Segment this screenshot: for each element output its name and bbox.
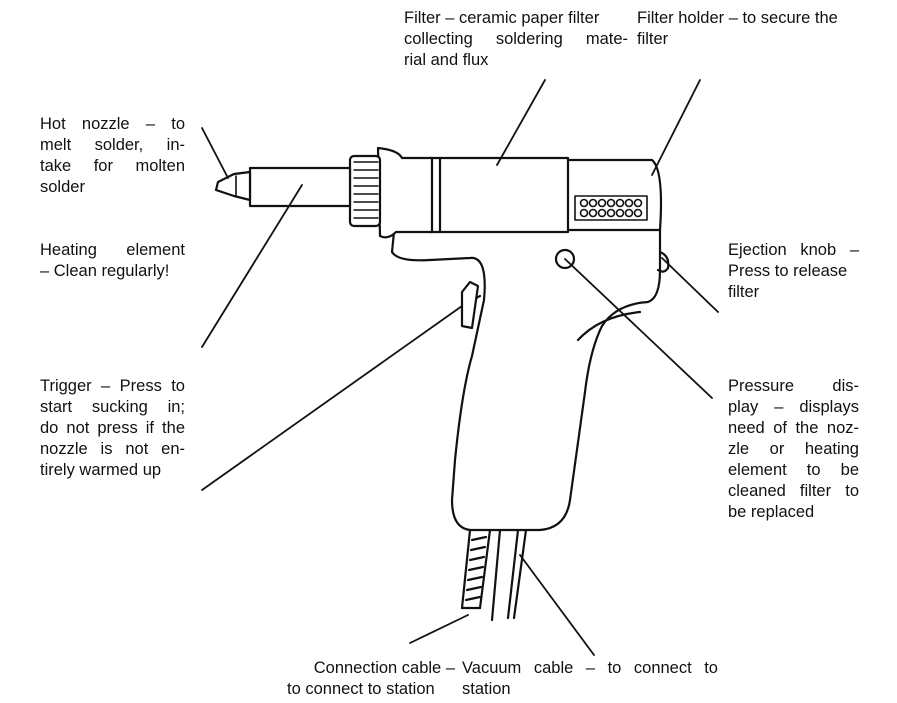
leader-filter — [496, 79, 546, 166]
label-trigger: Trigger – Press to start sucking in; do … — [40, 376, 185, 481]
label-hot-nozzle-line-2: melt solder, in- — [40, 136, 185, 154]
leader-connection-cable — [409, 614, 469, 644]
label-pressure-display-line-2: play – displays — [728, 398, 859, 416]
label-connection-cable-line-2: to connect to station — [287, 680, 435, 698]
leader-filter-holder — [651, 79, 701, 176]
vacuum-cable — [490, 528, 528, 622]
label-vacuum-cable-line-2: station — [462, 680, 511, 698]
label-filter-line-2: collecting soldering mate- — [404, 30, 628, 48]
ejection-knob-shape — [656, 250, 670, 273]
label-trigger-line-3: do not press if the — [40, 419, 185, 437]
leader-heating-element — [201, 184, 303, 348]
label-trigger-line-1: Trigger – Press to — [40, 377, 185, 395]
label-heating-element: Heating element – Clean regularly! — [40, 240, 185, 282]
filter-cylinder — [428, 156, 570, 234]
label-pressure-display-line-4: zle or heating — [728, 440, 859, 458]
front-housing — [376, 146, 434, 239]
label-pressure-display-line-7: be replaced — [728, 503, 815, 521]
leader-lines — [201, 79, 719, 656]
leader-vacuum-cable — [519, 554, 595, 656]
trigger — [460, 280, 480, 330]
label-filter-holder-line-1: Filter holder – to secure the — [637, 9, 838, 27]
label-vacuum-cable-line-1: Vacuum cable – to connect to — [462, 659, 718, 677]
label-ejection-knob-line-1: Ejection knob – — [728, 241, 859, 259]
label-ejection-knob-line-3: filter — [728, 283, 760, 301]
label-connection-cable-line-1: Connection cable – — [313, 659, 455, 677]
label-connection-cable: Connection cable – to connect to station — [287, 658, 455, 700]
label-pressure-display-line-6: cleaned filter to — [728, 482, 859, 500]
leader-hot-nozzle — [201, 127, 229, 179]
label-heating-element-line-1: Heating element — [40, 241, 185, 259]
label-filter: Filter – ceramic paper filter collecting… — [404, 8, 628, 71]
filter-holder-grip-holes — [574, 195, 648, 221]
label-filter-line-3: rial and flux — [404, 51, 489, 69]
label-pressure-display-line-3: need of the noz- — [728, 419, 859, 437]
label-filter-holder: Filter holder – to secure the filter — [637, 8, 859, 50]
label-hot-nozzle-line-3: take for molten — [40, 157, 185, 175]
nozzle-collar — [348, 154, 382, 228]
leader-trigger — [201, 305, 463, 491]
label-trigger-line-2: start sucking in; — [40, 398, 185, 416]
label-hot-nozzle-line-4: solder — [40, 178, 85, 196]
label-ejection-knob: Ejection knob – Press to release filter — [728, 240, 859, 303]
label-pressure-display-line-1: Pressure dis- — [728, 377, 859, 395]
label-hot-nozzle: Hot nozzle – to melt solder, in- take fo… — [40, 114, 185, 198]
label-trigger-line-5: tirely warmed up — [40, 461, 162, 479]
label-trigger-line-4: nozzle is not en- — [40, 440, 185, 458]
label-heating-element-line-2: – Clean regularly! — [40, 262, 170, 280]
label-pressure-display: Pressure dis- play – displays need of th… — [728, 376, 859, 523]
label-pressure-display-line-5: element to be — [728, 461, 859, 479]
label-hot-nozzle-line-1: Hot nozzle – to — [40, 115, 185, 133]
leader-pressure-display — [564, 258, 713, 399]
label-ejection-knob-line-2: Press to release — [728, 262, 848, 280]
gun-body — [386, 210, 662, 532]
hot-nozzle — [214, 170, 252, 202]
connection-cable — [460, 528, 492, 610]
label-filter-line-1: Filter – ceramic paper filter — [404, 9, 600, 27]
label-vacuum-cable: Vacuum cable – to connect to station — [462, 658, 718, 700]
leader-ejection-knob — [661, 257, 719, 313]
label-filter-holder-line-2: filter — [637, 30, 669, 48]
